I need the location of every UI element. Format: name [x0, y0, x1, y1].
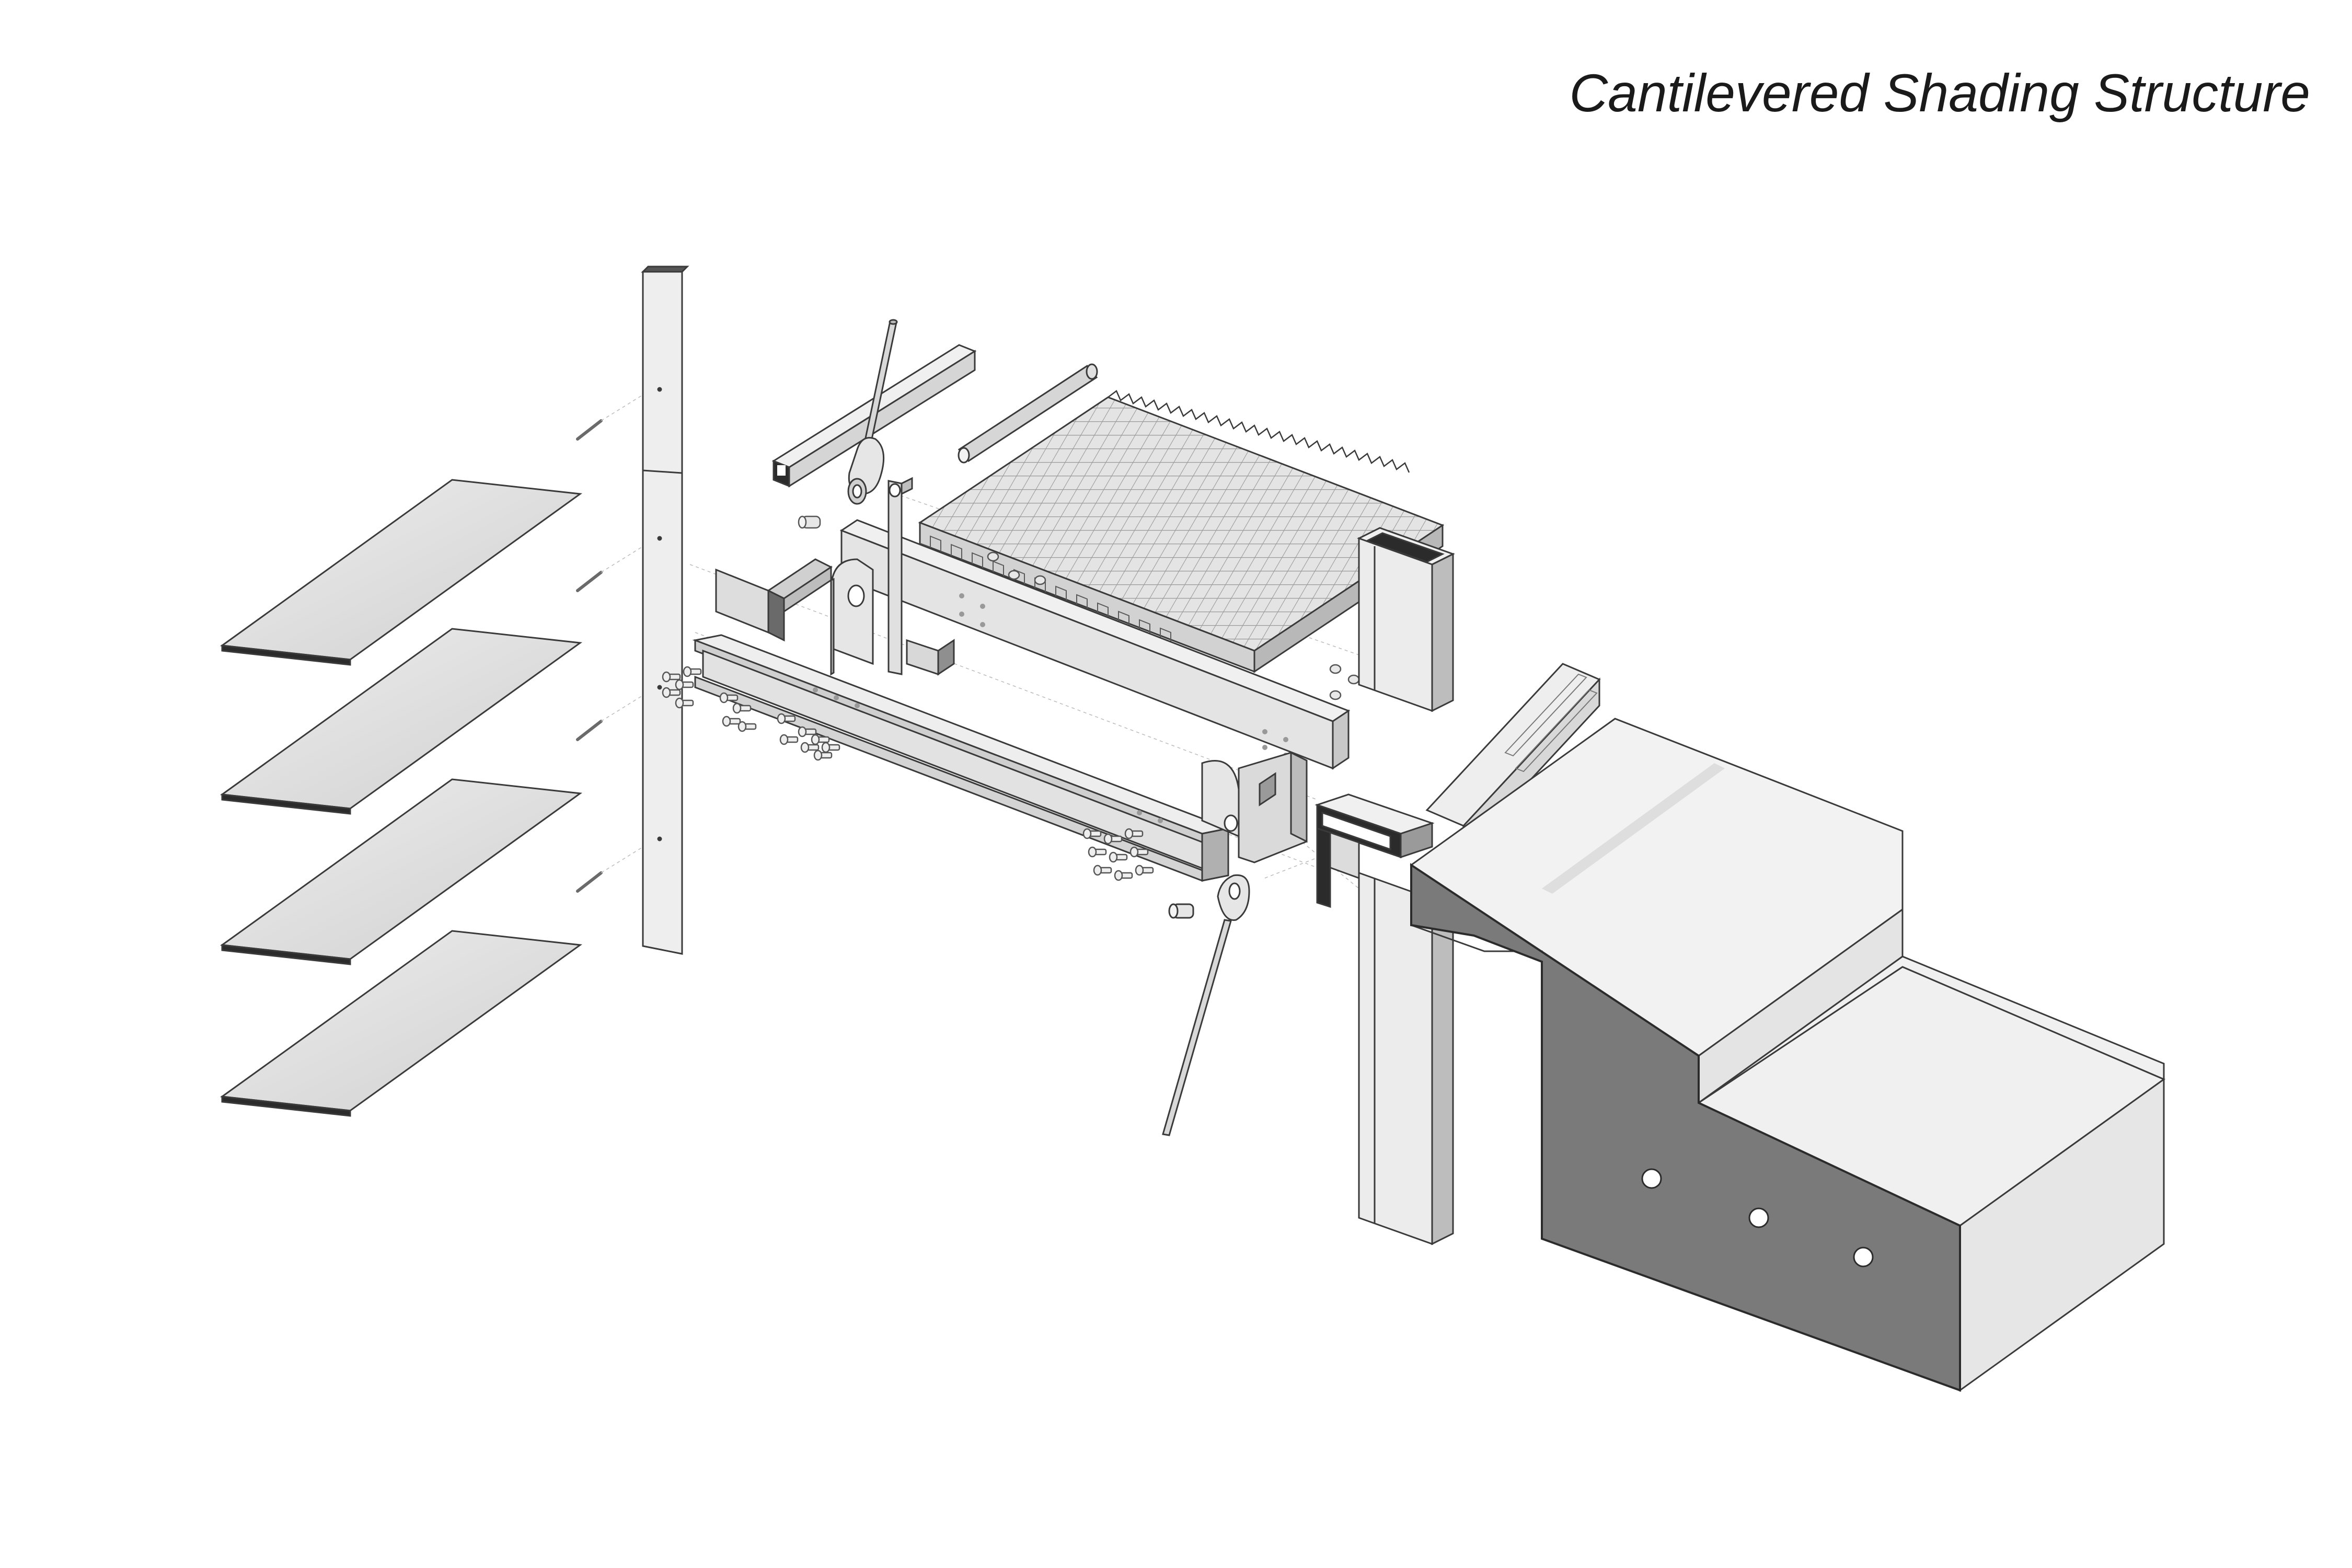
bolt [737, 721, 757, 732]
bolt [777, 713, 796, 724]
bolt [722, 716, 741, 727]
bolt [1135, 864, 1154, 876]
vertical-mullion-post [641, 266, 689, 955]
bolt [719, 692, 739, 704]
bolt [821, 742, 840, 753]
tension-rod-lower [1162, 874, 1250, 1136]
bolt [1124, 828, 1144, 839]
bolt [800, 742, 820, 753]
bolt-sets-left [662, 666, 840, 761]
vertical-strap [887, 477, 955, 676]
bolt [1082, 828, 1102, 839]
i-beam [692, 634, 1231, 882]
bolt [1109, 851, 1128, 863]
channel-beam [839, 519, 1351, 770]
bolt-sets-right [1082, 828, 1154, 881]
slab-conduit-holes [1641, 1168, 1874, 1267]
concrete-slab-edge [1410, 718, 2166, 1392]
i-beam-bolt-holes [813, 687, 1163, 823]
angle-cleat [715, 558, 833, 642]
bolt [1088, 846, 1107, 858]
bolt [675, 697, 694, 709]
diagram-title: Cantilevered Shading Structure [1569, 63, 2311, 123]
bolt [1129, 846, 1149, 858]
bolt [662, 671, 681, 683]
louver-blade-2 [220, 628, 583, 815]
pin-upper [798, 515, 821, 529]
bolt [779, 734, 799, 745]
bolt [798, 726, 817, 737]
bolt [813, 750, 833, 761]
grating-serrated-edge [1108, 390, 1410, 473]
bolt [662, 687, 681, 698]
louver-blade-1 [220, 479, 583, 666]
tension-rod-upper [847, 319, 898, 505]
transom-sill-box [1315, 793, 1435, 908]
bolt [1114, 870, 1133, 881]
bolt [1103, 833, 1123, 845]
round-tube [958, 363, 1098, 464]
louver-blade-3 [220, 778, 583, 965]
bolt [732, 702, 752, 714]
bolt [811, 734, 830, 745]
bolt [683, 666, 702, 677]
louver-blades [220, 479, 583, 1117]
louver-blade-4 [220, 930, 583, 1117]
bracket-rods [576, 419, 603, 893]
bolt [1093, 864, 1112, 876]
end-bracket [1201, 751, 1308, 863]
gusset-plate [830, 558, 874, 676]
rod-pin [1168, 903, 1194, 919]
bolt [675, 679, 694, 690]
